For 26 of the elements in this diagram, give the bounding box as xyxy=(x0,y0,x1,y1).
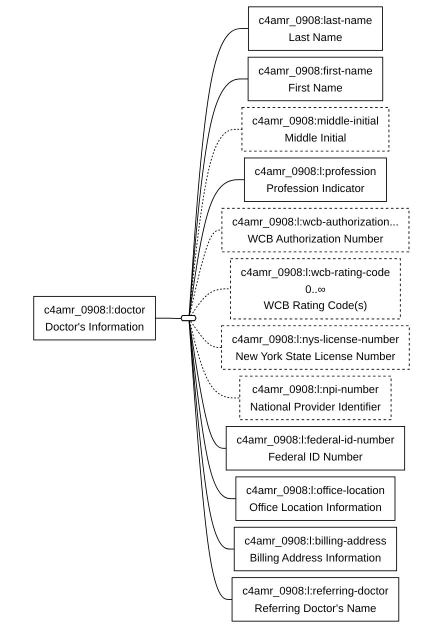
connector xyxy=(189,320,240,398)
node-box: c4amr_0908:l:federal-id-number Federal ID Number xyxy=(226,426,406,470)
connector xyxy=(188,28,249,316)
node-box: c4amr_0908:l:wcb-authorization... WCB Authorization Number xyxy=(221,208,410,252)
node-box: c4amr_0908:first-name First Name xyxy=(248,56,384,102)
connector xyxy=(188,78,249,316)
node-box: c4amr_0908:l:doctor Doctor's Information xyxy=(33,296,156,340)
connector xyxy=(154,318,182,320)
connector xyxy=(190,288,231,316)
node-box: c4amr_0908:l:wcb-rating-code 0..∞ WCB Rating Code(s) xyxy=(230,258,401,320)
connector xyxy=(188,128,242,316)
node-box: c4amr_0908:l:office-location Office Location Information xyxy=(235,476,396,521)
connector xyxy=(188,320,232,600)
connector xyxy=(188,320,236,500)
connector xyxy=(190,320,222,348)
node-box: c4amr_0908:l:referring-doctor Referring Doctor's Name xyxy=(232,577,400,622)
connector xyxy=(188,320,227,449)
node-box: c4amr_0908:l:profession Profession Indicator xyxy=(244,158,387,202)
connector xyxy=(188,179,245,316)
node-box: c4amr_0908:l:nys-license-number New York State License Number xyxy=(221,325,410,370)
node-box: c4amr_0908:last-name Last Name xyxy=(248,6,383,51)
connector xyxy=(188,320,235,550)
node-box: c4amr_0908:middle-initial Middle Initial xyxy=(242,107,390,152)
connector xyxy=(189,230,222,316)
node-box: c4amr_0908:l:billing-address Billing Address Information xyxy=(234,526,398,572)
node-box: c4amr_0908:l:npi-number National Provider Identifier xyxy=(239,376,392,420)
